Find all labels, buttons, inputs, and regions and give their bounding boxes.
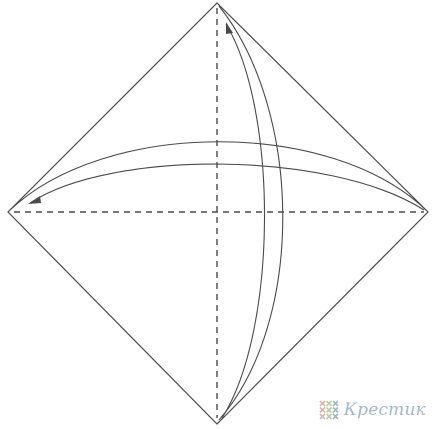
logo-stitch	[325, 406, 332, 414]
vertical-arrowhead-icon	[226, 22, 233, 34]
logo-stitch	[319, 413, 326, 420]
site-watermark: Крестик	[318, 399, 426, 421]
horizontal-fold-arrow-outer	[9, 141, 427, 211]
logo-stitch	[332, 413, 339, 420]
logo-stitch	[319, 400, 326, 407]
logo-stitch	[325, 400, 332, 407]
vertical-fold-arrow-inner	[221, 23, 266, 419]
logo-stitch	[325, 413, 332, 420]
vertical-fold-arrow-outer	[218, 5, 284, 421]
cross-stitch-logo-icon	[319, 400, 339, 420]
logo-stitch	[332, 400, 339, 407]
horizontal-arrowhead-icon	[28, 196, 41, 204]
logo-stitch	[319, 406, 326, 414]
paper-outline	[7, 2, 429, 425]
logo-stitch	[332, 406, 339, 414]
horizontal-fold-arrow-inner	[29, 163, 425, 211]
watermark-text: Крестик	[343, 400, 426, 420]
